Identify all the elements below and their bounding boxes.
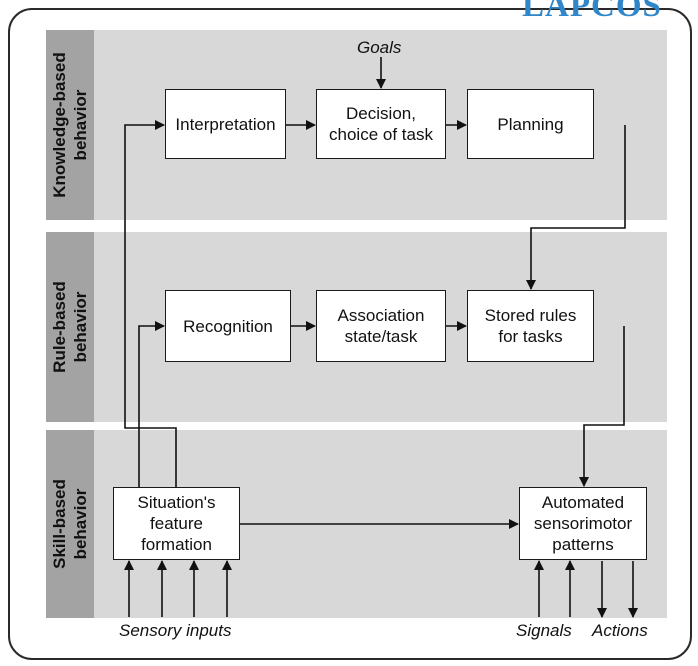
planning-text: Planning xyxy=(497,114,564,134)
decision-box: Decision, choice of task xyxy=(316,89,446,159)
logo: LAPCOS xyxy=(522,0,662,24)
planning-box: Planning xyxy=(467,89,594,159)
actions-label: Actions xyxy=(592,621,648,640)
situation-text: Situation's feature formation xyxy=(137,493,216,554)
stored-rules-box: Stored rules for tasks xyxy=(467,290,594,362)
situation-to-recognition-arrow xyxy=(138,321,165,487)
recognition-box: Recognition xyxy=(165,290,291,362)
situation-to-interpretation-arrow xyxy=(124,120,177,487)
association-text: Association state/task xyxy=(337,306,425,346)
interpretation-box: Interpretation xyxy=(165,89,286,159)
knowledge-band-label: Knowledge-based behavior xyxy=(46,30,94,220)
association-box: Association state/task xyxy=(316,290,446,362)
interpretation-text: Interpretation xyxy=(175,114,276,134)
signals-label: Signals xyxy=(516,621,572,640)
goals-label: Goals xyxy=(357,38,402,57)
decision-text: Decision, choice of task xyxy=(329,104,433,144)
skill-band-label: Skill-based behavior xyxy=(46,430,94,618)
automated-box: Automated sensorimotor patterns xyxy=(519,487,647,560)
stored-rules-to-automated-arrow xyxy=(579,326,625,487)
stored-rules-text: Stored rules for tasks xyxy=(484,306,577,346)
recognition-text: Recognition xyxy=(183,316,273,336)
situation-box: Situation's feature formation xyxy=(113,487,240,560)
automated-text: Automated sensorimotor patterns xyxy=(533,493,633,554)
planning-to-stored-rules-arrow xyxy=(526,125,626,290)
rule-band-label: Rule-based behavior xyxy=(46,232,94,422)
sensory-inputs-label: Sensory inputs xyxy=(119,621,232,640)
